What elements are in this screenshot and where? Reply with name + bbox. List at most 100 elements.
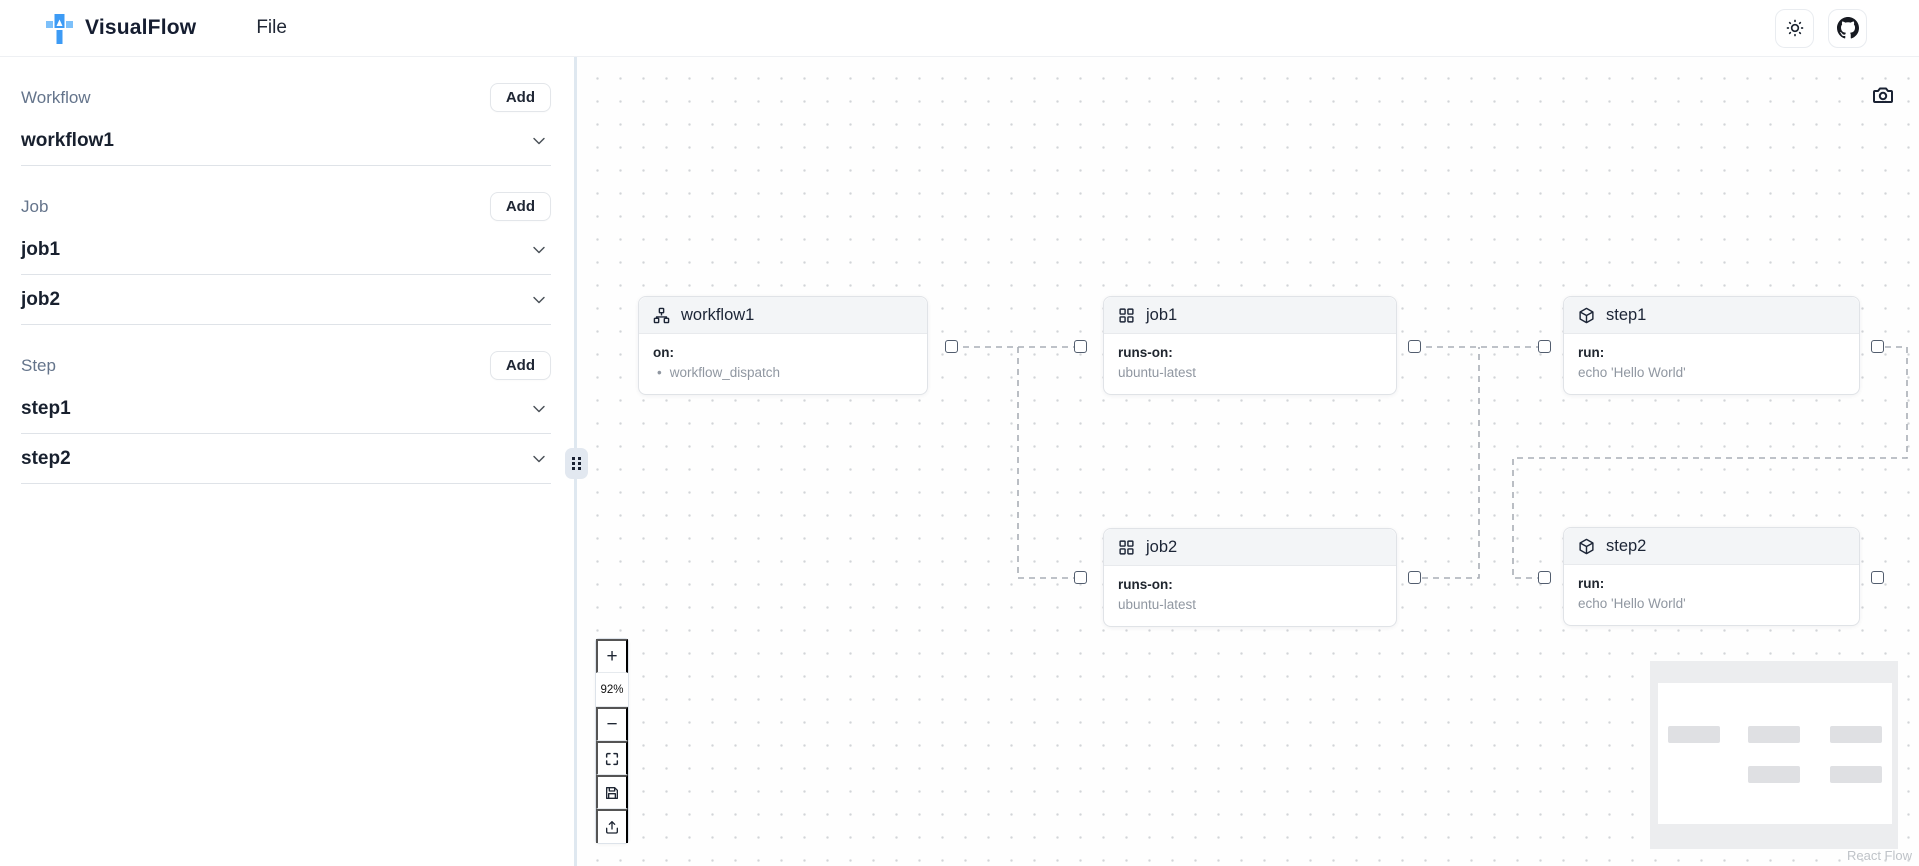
section-head: Job Add — [21, 182, 551, 225]
add-workflow-button[interactable]: Add — [489, 83, 551, 112]
minimap-node-job1 — [1748, 726, 1800, 743]
node-title: job2 — [1146, 537, 1178, 556]
app-logo-icon — [46, 13, 73, 44]
accordion-step2[interactable]: step2 — [21, 434, 551, 484]
camera-icon — [1871, 83, 1895, 107]
accordion-job1[interactable]: job1 — [21, 225, 551, 275]
app-title: VisualFlow — [85, 16, 197, 39]
node-body: run: echo 'Hello World' — [1564, 334, 1859, 392]
brand: VisualFlow — [46, 13, 196, 44]
handle-workflow1-source[interactable] — [945, 340, 958, 353]
grid-icon — [1118, 539, 1135, 556]
node-header: step2 — [1564, 528, 1859, 565]
edge-job2-step1 — [1422, 347, 1480, 579]
node-header: step1 — [1564, 297, 1859, 334]
sidebar-section-step: Step Add step1 step2 — [21, 341, 551, 484]
node-field-value: echo 'Hello World' — [1578, 595, 1686, 611]
node-header: workflow1 — [639, 297, 927, 334]
theme-toggle-button[interactable] — [1775, 8, 1814, 48]
add-job-button[interactable]: Add — [489, 192, 551, 221]
minimap-viewport — [1658, 683, 1892, 824]
minimap-node-workflow1 — [1668, 726, 1720, 743]
node-body: run: echo 'Hello World' — [1564, 565, 1859, 623]
section-label: Job — [21, 196, 49, 216]
accordion-title: step2 — [21, 448, 71, 469]
navbar: VisualFlow File — [0, 0, 1919, 57]
minimap[interactable] — [1650, 661, 1898, 849]
screenshot-button[interactable] — [1869, 81, 1897, 109]
sidebar: Workflow Add workflow1 Job Add job1 job2 — [0, 57, 577, 866]
save-button[interactable] — [596, 775, 628, 809]
node-header: job1 — [1104, 297, 1396, 334]
node-field-value: echo 'Hello World' — [1578, 364, 1686, 380]
zoom-out-button[interactable]: − — [596, 707, 628, 741]
section-head: Step Add — [21, 341, 551, 384]
zoom-level: 92% — [596, 673, 628, 707]
save-icon — [604, 785, 620, 801]
handle-job2-source[interactable] — [1408, 571, 1421, 584]
minimap-node-job2 — [1748, 766, 1800, 783]
sidebar-section-job: Job Add job1 job2 — [21, 182, 551, 325]
upload-icon — [604, 819, 620, 835]
fit-view-button[interactable] — [596, 741, 628, 775]
package-icon — [1578, 307, 1595, 324]
accordion-workflow1[interactable]: workflow1 — [21, 116, 551, 166]
accordion-title: job2 — [21, 289, 61, 310]
handle-step2-target[interactable] — [1538, 571, 1551, 584]
accordion-job2[interactable]: job2 — [21, 275, 551, 325]
sidebar-resize-handle[interactable] — [565, 448, 588, 479]
chevron-down-icon — [529, 240, 549, 260]
flow-canvas[interactable]: workflow1 on: •workflow_dispatch job1 ru… — [577, 57, 1919, 866]
github-button[interactable] — [1828, 8, 1867, 48]
handle-job1-target[interactable] — [1074, 340, 1087, 353]
chevron-down-icon — [529, 449, 549, 469]
minimap-node-step1 — [1830, 726, 1882, 743]
node-title: workflow1 — [681, 305, 755, 324]
edge-workflow1-job2 — [1017, 347, 1074, 579]
node-workflow1[interactable]: workflow1 on: •workflow_dispatch — [638, 296, 928, 395]
node-field-label: run: — [1578, 576, 1605, 591]
node-step2[interactable]: step2 run: echo 'Hello World' — [1563, 527, 1860, 626]
menu-file[interactable]: File — [256, 17, 287, 38]
upload-button[interactable] — [596, 809, 628, 843]
section-label: Step — [21, 355, 56, 375]
grid-icon — [1118, 307, 1135, 324]
node-body: runs-on: ubuntu-latest — [1104, 566, 1396, 624]
add-step-button[interactable]: Add — [489, 351, 551, 380]
node-title: job1 — [1146, 305, 1178, 324]
accordion-title: workflow1 — [21, 130, 114, 151]
canvas-controls: + 92% − — [595, 638, 629, 844]
handle-job2-target[interactable] — [1074, 571, 1087, 584]
grip-dots-icon — [571, 456, 582, 471]
chevron-down-icon — [529, 290, 549, 310]
node-body: on: •workflow_dispatch — [639, 334, 927, 392]
node-step1[interactable]: step1 run: echo 'Hello World' — [1563, 296, 1860, 395]
sitemap-icon — [653, 307, 670, 324]
handle-job1-source[interactable] — [1408, 340, 1421, 353]
bullet: • — [657, 364, 662, 380]
sidebar-section-workflow: Workflow Add workflow1 — [21, 73, 551, 166]
fit-view-icon — [604, 751, 620, 767]
navbar-actions — [1775, 8, 1867, 48]
node-field-value: ubuntu-latest — [1118, 364, 1197, 380]
package-icon — [1578, 538, 1595, 555]
accordion-step1[interactable]: step1 — [21, 384, 551, 434]
github-icon — [1836, 17, 1859, 39]
zoom-in-button[interactable]: + — [596, 639, 628, 673]
accordion-title: job1 — [21, 239, 61, 260]
node-header: job2 — [1104, 529, 1396, 566]
handle-step1-source[interactable] — [1871, 340, 1884, 353]
node-job1[interactable]: job1 runs-on: ubuntu-latest — [1103, 296, 1397, 395]
node-job2[interactable]: job2 runs-on: ubuntu-latest — [1103, 528, 1397, 627]
node-title: step2 — [1606, 536, 1647, 555]
react-flow-attribution: React Flow — [1846, 848, 1912, 863]
node-field-label: run: — [1578, 345, 1605, 360]
handle-step2-source[interactable] — [1871, 571, 1884, 584]
minimap-node-step2 — [1830, 766, 1882, 783]
chevron-down-icon — [529, 399, 549, 419]
section-head: Workflow Add — [21, 73, 551, 116]
handle-step1-target[interactable] — [1538, 340, 1551, 353]
node-field-value: •workflow_dispatch — [657, 364, 781, 380]
node-field-label: runs-on: — [1118, 577, 1173, 592]
node-body: runs-on: ubuntu-latest — [1104, 334, 1396, 392]
